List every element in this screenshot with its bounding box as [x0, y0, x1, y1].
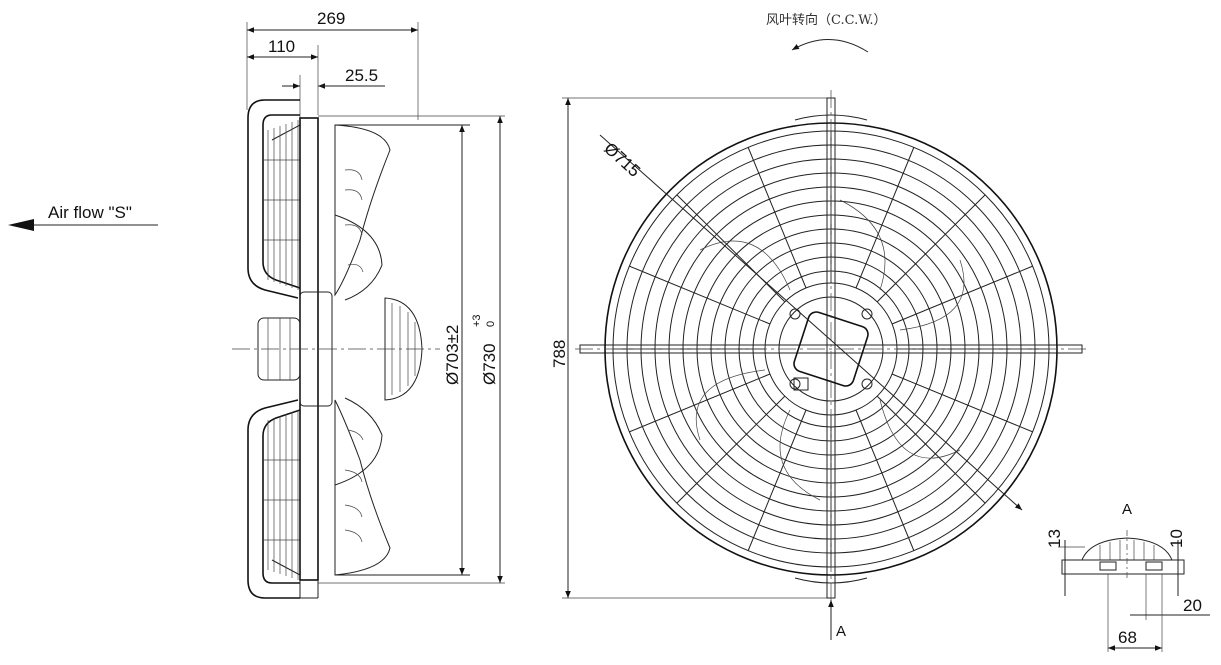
- detail-a: A 13 10 20 68: [1045, 501, 1210, 652]
- dim-68-label: 68: [1118, 628, 1137, 647]
- rotation-label: 风叶转向（C.C.W.）: [766, 12, 886, 28]
- motor-side: [257, 291, 423, 407]
- dim-flange-label: 25.5: [345, 66, 378, 85]
- side-view: 269 110 25.5 Air flow "S": [8, 9, 505, 599]
- mounting-ring-side: [299, 117, 319, 599]
- rotation-arrow: [791, 39, 869, 53]
- dim-13-label: 13: [1045, 529, 1064, 548]
- section-marker-a: A: [828, 600, 846, 640]
- dia-guard-label: Ø715: [600, 139, 644, 181]
- dim-blade-diameter: Ø703±2: [443, 125, 465, 575]
- airflow-label: Air flow "S": [48, 203, 132, 222]
- detail-a-title: A: [1122, 501, 1132, 518]
- section-marker-label: A: [836, 623, 846, 640]
- dim-20-label: 20: [1183, 596, 1202, 615]
- dim-guard-depth-label: 110: [268, 37, 295, 56]
- airflow-arrow: Air flow "S": [8, 203, 158, 231]
- dia-blade-label: Ø703±2: [443, 325, 462, 385]
- dim-overall-depth: 269: [246, 9, 419, 120]
- dim-guard-depth: 110: [247, 37, 319, 115]
- dia-ring-tol-upper: +3: [471, 314, 483, 327]
- dim-overall-depth-label: 269: [317, 9, 345, 28]
- dia-ring-tol-lower: 0: [485, 321, 497, 327]
- dia-ring-label: Ø730: [480, 343, 499, 385]
- dim-10-label: 10: [1167, 529, 1186, 548]
- dim-height: 788: [550, 97, 832, 599]
- dim-guard-diameter: Ø715: [599, 134, 1023, 511]
- dim-flange: 25.5: [282, 66, 385, 120]
- front-view: 风叶转向（C.C.W.） 788: [550, 12, 1090, 640]
- guard-profile: [247, 99, 301, 599]
- dim-height-label: 788: [550, 340, 569, 368]
- blade-side: [334, 124, 470, 576]
- dim-ring-diameter: Ø730 +3 0: [318, 115, 505, 584]
